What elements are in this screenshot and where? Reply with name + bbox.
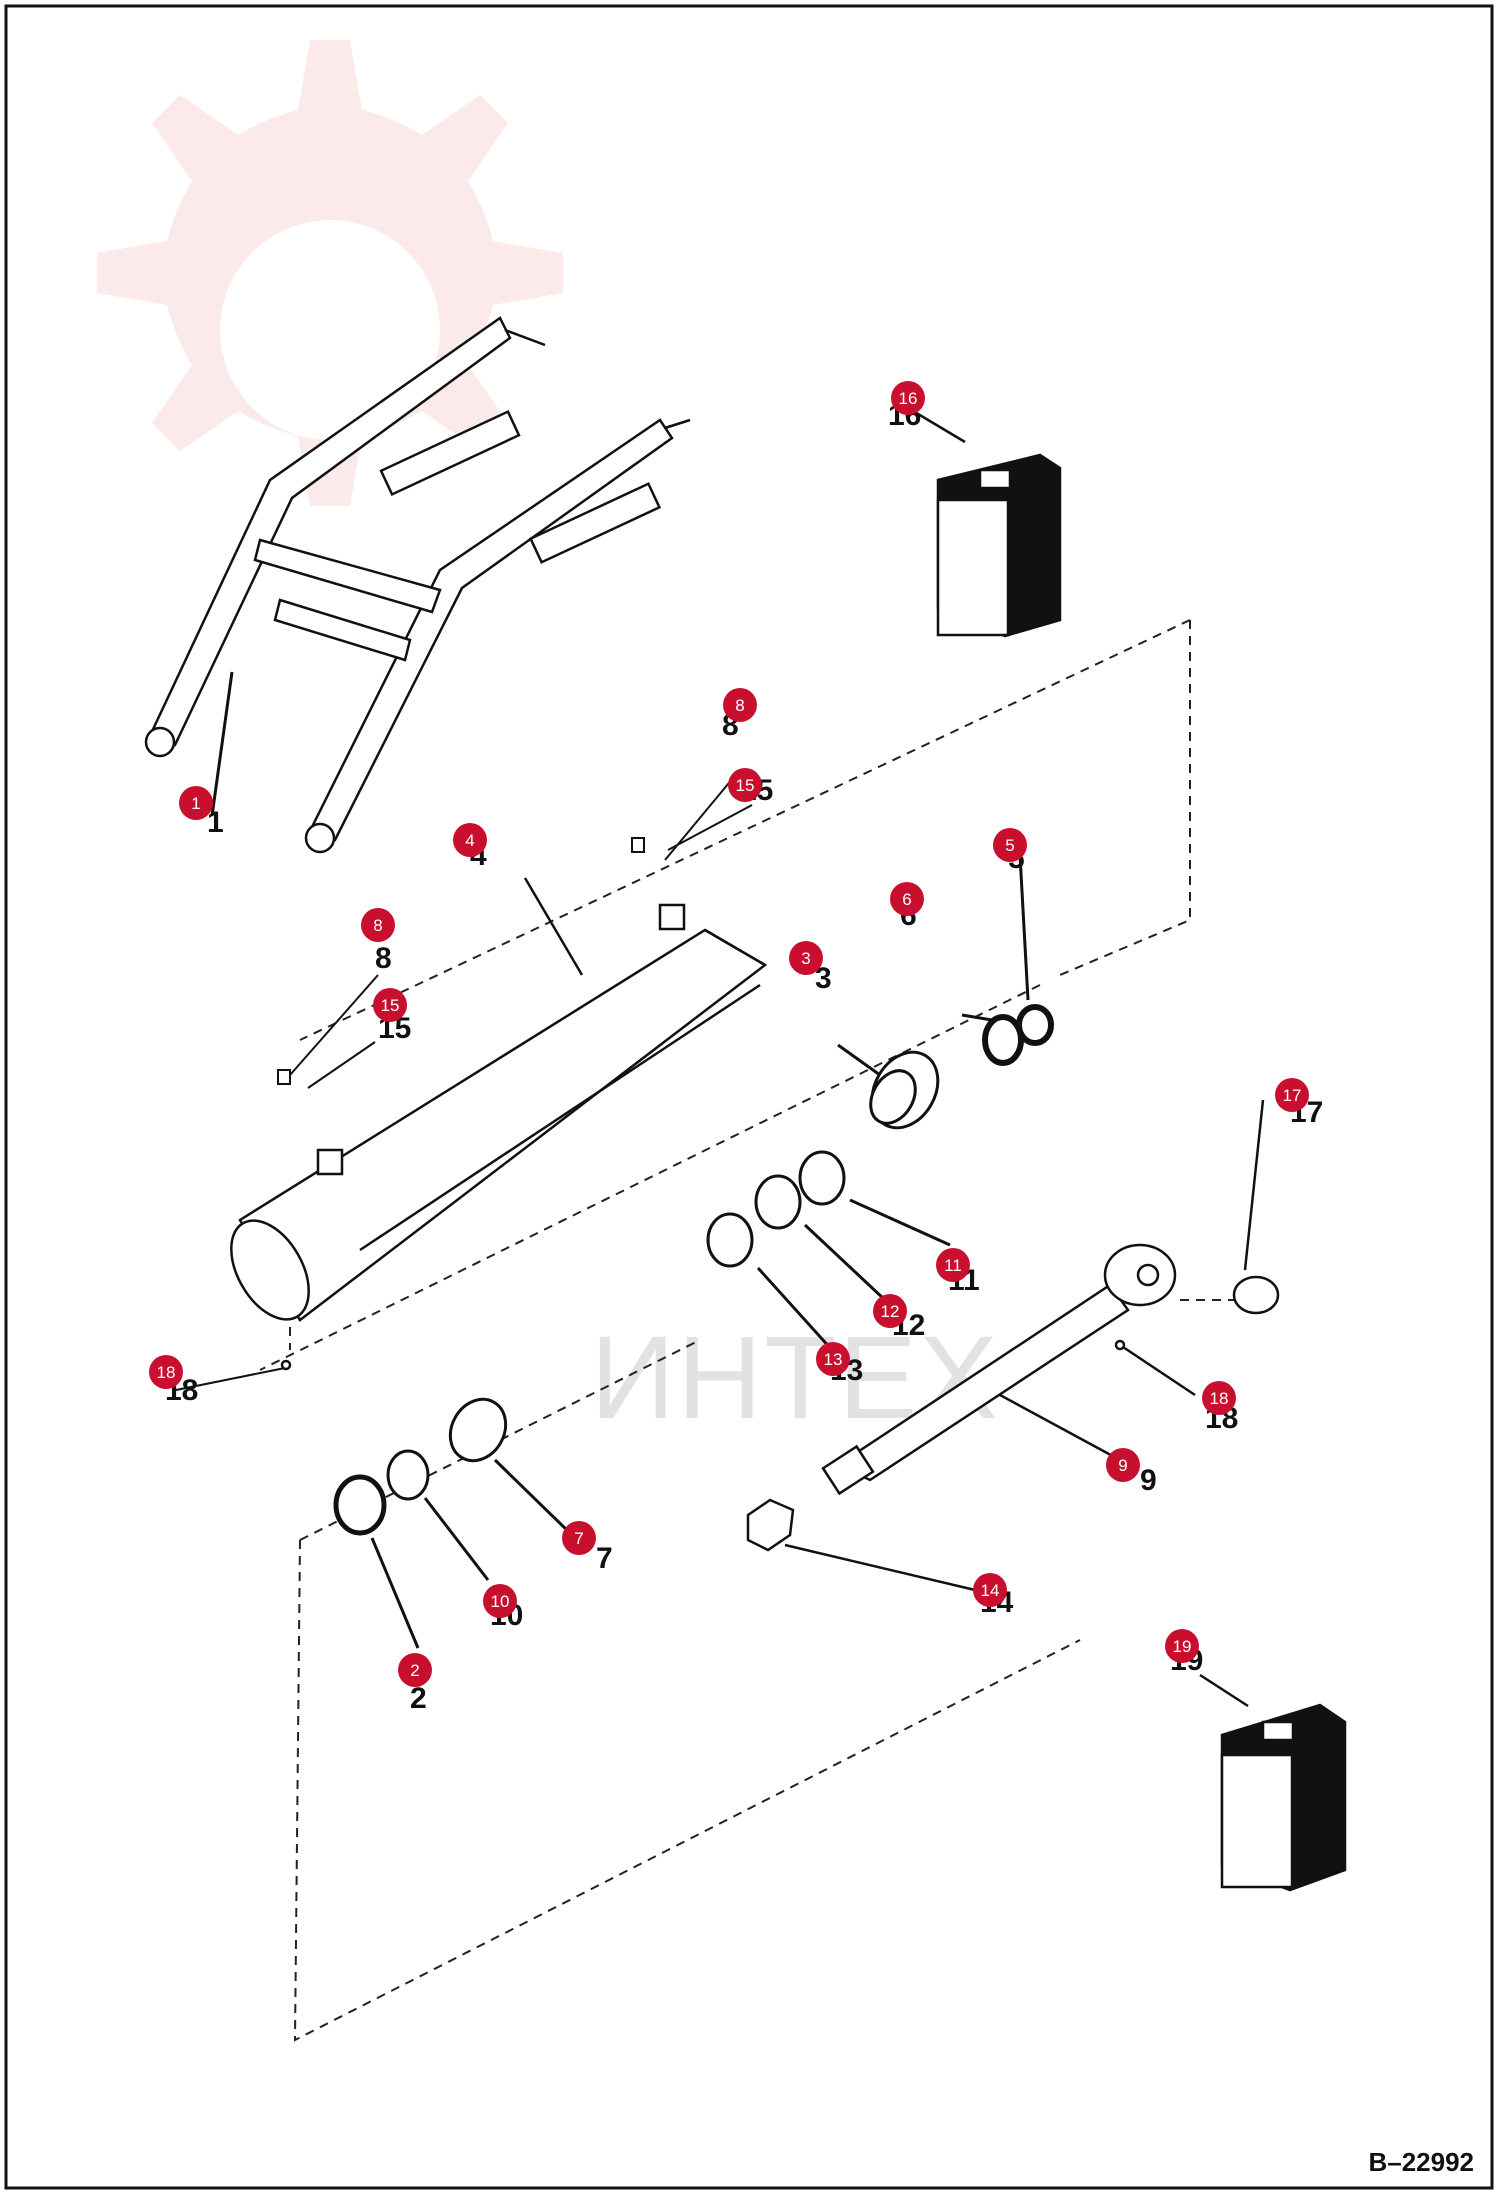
callout-circle xyxy=(398,1653,432,1687)
callout-number: 7 xyxy=(574,1529,583,1548)
callout-number: 19 xyxy=(1173,1637,1192,1656)
callout-number: 3 xyxy=(801,949,810,968)
callout-15: 15 xyxy=(373,988,407,1022)
svg-text:8: 8 xyxy=(375,942,392,975)
callout-5: 5 xyxy=(993,828,1027,862)
callout-11: 11 xyxy=(936,1248,970,1282)
callout-number: 8 xyxy=(735,696,744,715)
svg-text:7: 7 xyxy=(596,1542,613,1575)
reference-code: B–22992 xyxy=(1368,2147,1474,2177)
callout-number: 13 xyxy=(824,1350,843,1369)
callout-circle xyxy=(179,786,213,820)
decal-box-19 xyxy=(1199,1673,1347,1892)
callout-number: 9 xyxy=(1118,1456,1127,1475)
callout-number: 11 xyxy=(944,1256,962,1275)
callout-number: 4 xyxy=(465,831,474,850)
callout-circle xyxy=(936,1248,970,1282)
callout-circle xyxy=(993,828,1027,862)
callout-number: 6 xyxy=(902,890,911,909)
piston-seals xyxy=(333,854,1054,1649)
callout-16: 16 xyxy=(891,381,925,415)
svg-text:1: 1 xyxy=(207,806,224,839)
frame-border xyxy=(4,4,1494,2190)
callout-10: 10 xyxy=(483,1584,517,1618)
svg-text:2: 2 xyxy=(410,1682,427,1715)
callout-17: 17 xyxy=(1275,1078,1309,1112)
callout-circle xyxy=(723,688,757,722)
callout-number: 15 xyxy=(736,776,755,795)
grease-fittings xyxy=(175,771,753,1391)
callout-circle xyxy=(149,1355,183,1389)
callout-circle xyxy=(1165,1629,1199,1663)
callout-circle xyxy=(891,381,925,415)
callout-3: 3 xyxy=(789,941,823,975)
loader-arm-assembly xyxy=(144,316,691,854)
cylinder-rod xyxy=(280,1099,1280,1592)
assembly-guides xyxy=(259,619,1240,2042)
callout-circle xyxy=(1106,1448,1140,1482)
callout-number: 16 xyxy=(899,389,918,408)
callout-8: 8 xyxy=(361,908,395,942)
callout-circle xyxy=(873,1294,907,1328)
callout-15: 15 xyxy=(728,768,762,802)
callout-number: 2 xyxy=(410,1661,419,1680)
callout-9: 9 xyxy=(1106,1448,1140,1482)
svg-text:3: 3 xyxy=(815,962,832,995)
callout-18: 18 xyxy=(149,1355,183,1389)
callout-circle xyxy=(890,882,924,916)
callout-circle xyxy=(453,823,487,857)
callout-circle xyxy=(816,1342,850,1376)
svg-text:9: 9 xyxy=(1140,1464,1157,1497)
callout-13: 13 xyxy=(816,1342,850,1376)
callout-number: 17 xyxy=(1283,1086,1302,1105)
callout-circle xyxy=(1275,1078,1309,1112)
callout-number: 1 xyxy=(191,794,200,813)
callout-6: 6 xyxy=(890,882,924,916)
callout-12: 12 xyxy=(873,1294,907,1328)
callout-8: 8 xyxy=(723,688,757,722)
decal-box-16 xyxy=(907,406,1062,638)
callout-number: 15 xyxy=(381,996,400,1015)
callout-18: 18 xyxy=(1202,1381,1236,1415)
callout-number: 5 xyxy=(1005,836,1014,855)
callout-circle xyxy=(483,1584,517,1618)
callout-circle xyxy=(789,941,823,975)
callout-circle xyxy=(361,908,395,942)
callout-number: 18 xyxy=(1210,1389,1229,1408)
callout-circle xyxy=(728,768,762,802)
callout-7: 7 xyxy=(562,1521,596,1555)
callout-circle xyxy=(973,1573,1007,1607)
cylinder-barrel xyxy=(230,877,768,1322)
callout-2: 2 xyxy=(398,1653,432,1687)
callout-circle xyxy=(373,988,407,1022)
callout-1: 1 xyxy=(179,786,213,820)
callout-number: 8 xyxy=(373,916,382,935)
callout-4: 4 xyxy=(453,823,487,857)
callout-19: 19 xyxy=(1165,1629,1199,1663)
callout-14: 14 xyxy=(973,1573,1007,1607)
callout-number: 10 xyxy=(491,1592,510,1611)
callout-circle xyxy=(1202,1381,1236,1415)
callout-number: 18 xyxy=(157,1363,176,1382)
callout-number: 12 xyxy=(881,1302,900,1321)
callout-circle xyxy=(562,1521,596,1555)
callout-number: 14 xyxy=(981,1581,1000,1600)
